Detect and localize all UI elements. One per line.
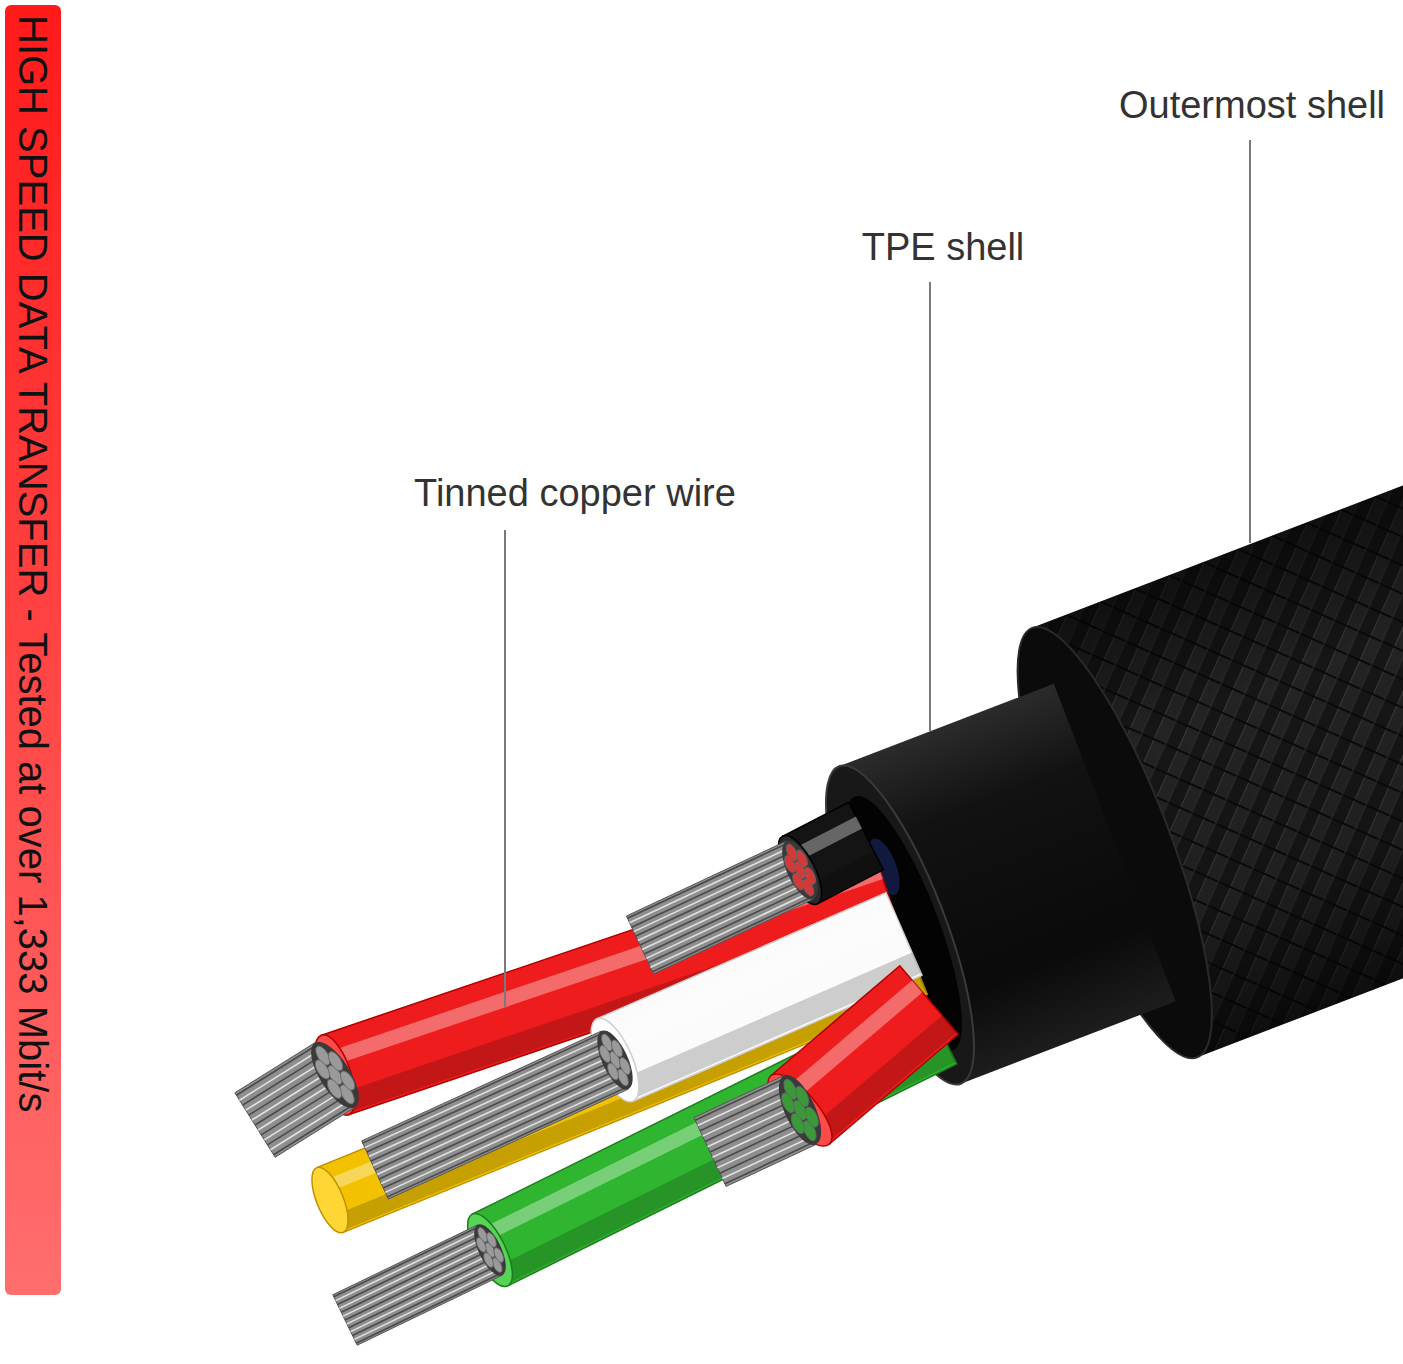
banner-strip: HIGH SPEED DATA TRANSFER - Tested at ove… (5, 5, 61, 1295)
strand-end (790, 871, 806, 891)
strand-end (803, 1105, 821, 1129)
strand (703, 1094, 793, 1136)
wire-sleeve (783, 802, 884, 904)
leader-line (929, 282, 931, 731)
strand (367, 1042, 607, 1152)
strand (640, 870, 800, 945)
strand (636, 861, 796, 936)
strand (338, 1234, 483, 1304)
strand-end (474, 1236, 488, 1254)
leader-lines (505, 140, 1250, 1008)
strand (717, 1126, 807, 1168)
strand-end (492, 1246, 506, 1264)
copper-conductor (333, 1220, 512, 1345)
strand-ends (468, 1220, 513, 1280)
conductor-end (770, 1069, 830, 1151)
strand-end (312, 1058, 332, 1082)
strand-ends (590, 1026, 640, 1095)
strand (236, 1045, 316, 1095)
copper-conductor (694, 1069, 830, 1186)
conductor-end (775, 836, 825, 905)
wires (235, 802, 958, 1345)
wire-end (304, 1163, 355, 1238)
wire-shadow (820, 1024, 949, 1134)
strand (642, 874, 802, 949)
strand (634, 857, 794, 932)
strand-ends (302, 1035, 368, 1116)
strand-bundle (694, 1076, 816, 1187)
strand (240, 1050, 320, 1100)
strand (638, 866, 798, 941)
strand (373, 1056, 613, 1166)
strand-end (617, 1056, 632, 1076)
cable-body (776, 341, 1403, 1156)
strand (722, 1136, 812, 1178)
strand (632, 852, 792, 927)
strand (334, 1227, 479, 1297)
strand-end (482, 1251, 496, 1269)
banner-text: HIGH SPEED DATA TRANSFER - Tested at ove… (5, 5, 61, 1295)
strand (369, 1047, 609, 1157)
strand (243, 1055, 323, 1105)
strand-end (609, 1038, 624, 1058)
strand (375, 1060, 615, 1170)
strand-end (597, 1044, 612, 1064)
strand-end (789, 1112, 807, 1136)
strand-end (782, 854, 798, 874)
part-label: TPE shell (862, 226, 1025, 270)
strand-bundle (333, 1225, 502, 1345)
strand (630, 848, 790, 923)
conductor-end (590, 1026, 640, 1095)
strand (341, 1242, 486, 1312)
part-label: Tinned copper wire (414, 472, 736, 516)
strand-end (802, 866, 818, 886)
strand (700, 1089, 790, 1131)
conductor-end (468, 1220, 513, 1280)
strand (725, 1142, 815, 1184)
strand-end (324, 1077, 344, 1101)
copper-conductor (235, 1035, 368, 1158)
strand-end (794, 848, 810, 868)
strand-end (779, 1091, 797, 1115)
strand-end (605, 1061, 620, 1081)
strand (720, 1131, 810, 1173)
strand-ends (770, 1069, 830, 1151)
strand (246, 1060, 326, 1110)
strand (339, 1238, 484, 1308)
strand (365, 1038, 605, 1148)
strand (715, 1121, 805, 1163)
strand (695, 1078, 785, 1120)
strand-ends (775, 836, 825, 905)
strand (336, 1231, 481, 1301)
strand (698, 1084, 788, 1126)
strand-end (793, 1084, 811, 1108)
wire-sleeve (771, 966, 958, 1144)
strand (363, 1033, 603, 1143)
wire-shadow (812, 860, 878, 894)
strand-end (485, 1231, 499, 1249)
strand (627, 843, 787, 918)
part-label: Outermost shell (1119, 84, 1385, 128)
conductor-end (302, 1035, 368, 1116)
leader-line (1249, 140, 1251, 543)
leader-line (504, 530, 506, 1008)
strand (371, 1051, 611, 1161)
strand (705, 1099, 795, 1141)
